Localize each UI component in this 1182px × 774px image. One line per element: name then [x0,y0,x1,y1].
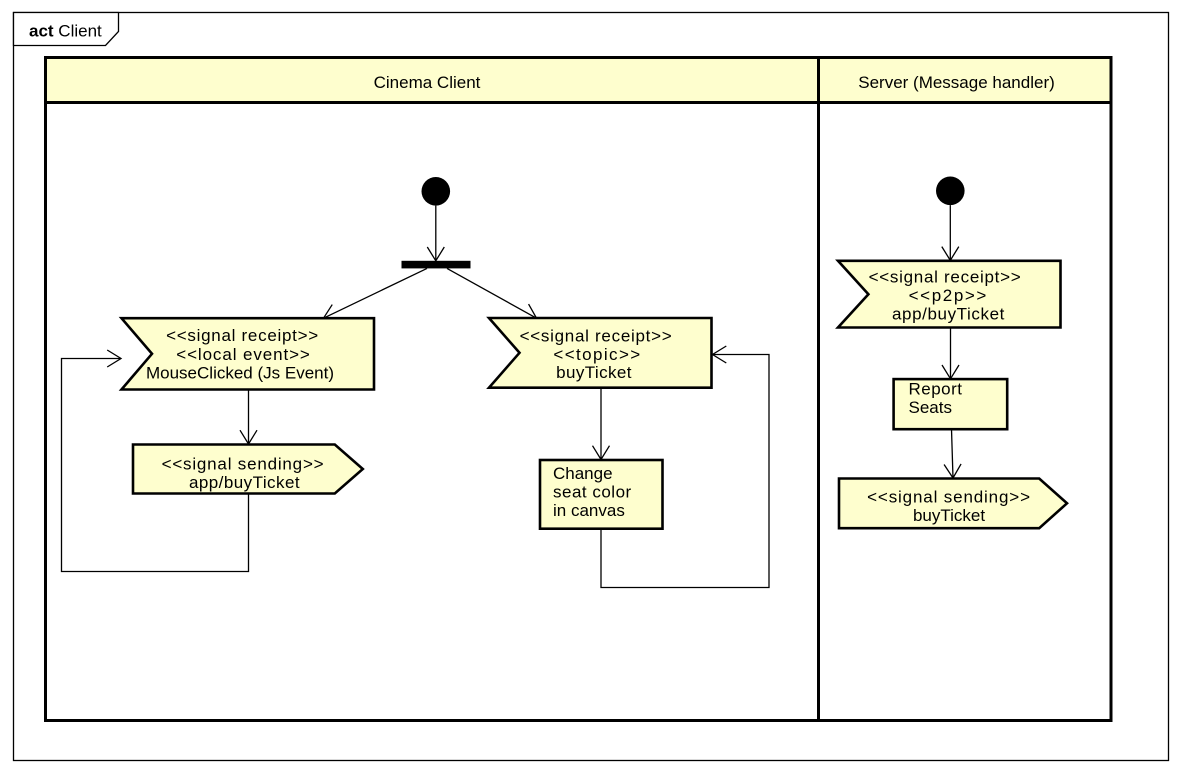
svg-text:Seats: Seats [909,398,952,417]
svg-text:Change: Change [553,464,613,483]
svg-text:in canvas: in canvas [553,501,625,520]
svg-text:app/buyTicket: app/buyTicket [189,473,300,492]
svg-text:buyTicket: buyTicket [913,506,985,525]
svg-text:<<signal receipt>>: <<signal receipt>> [520,326,673,345]
svg-text:act Client: act Client [29,22,102,41]
svg-text:<<signal sending>>: <<signal sending>> [867,488,1031,507]
svg-text:buyTicket: buyTicket [556,363,632,382]
svg-text:Report: Report [909,380,963,399]
svg-text:MouseClicked (Js Event): MouseClicked (Js Event) [146,364,334,383]
svg-text:app/buyTicket: app/buyTicket [892,304,1005,323]
svg-text:<<signal receipt>>: <<signal receipt>> [166,326,319,345]
svg-text:<<signal sending>>: <<signal sending>> [162,454,325,473]
svg-text:Server (Message handler): Server (Message handler) [858,73,1055,92]
svg-text:<<p2p>>: <<p2p>> [909,286,988,305]
svg-text:Cinema Client: Cinema Client [374,73,481,92]
svg-text:<<topic>>: <<topic>> [553,345,641,364]
svg-text:seat color: seat color [553,483,632,502]
svg-text:<<signal receipt>>: <<signal receipt>> [869,268,1022,287]
svg-text:<<local event>>: <<local event>> [176,345,310,364]
